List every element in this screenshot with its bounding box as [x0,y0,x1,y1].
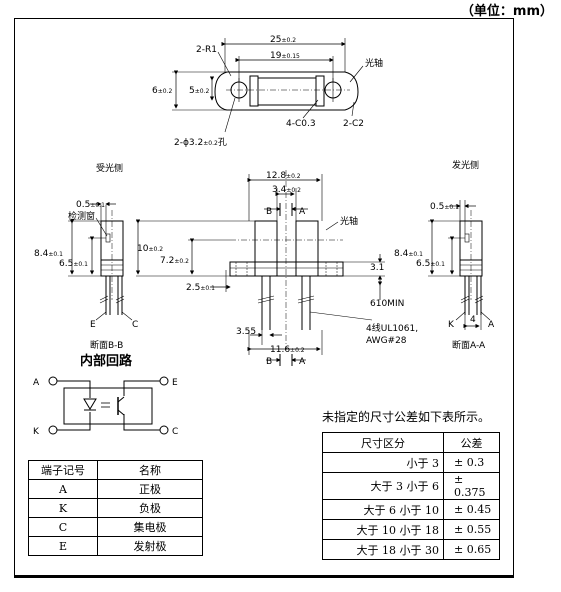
size-range: 小于 3 [322,452,444,473]
tolerance-header: 公差 [443,432,500,453]
tolerance-value: ± 0.45 [443,499,500,520]
circuit-label-e: E [172,378,178,388]
front-34-label: 3.4±0.2 [272,185,301,195]
front-10-label: 10±0.2 [137,244,163,254]
pin-symbol: A [28,479,98,499]
pin-symbol: E [28,536,98,556]
top-6-label: 6±0.2 [152,86,172,96]
terminal-a [48,376,58,386]
terminal-k [48,425,58,435]
top-axis-label: 光轴 [365,57,383,69]
table-row: 大于 18 小于 30 ± 0.65 [322,539,500,560]
circuit-title: 内部回路 [80,353,133,369]
pin-name: 负极 [97,498,203,518]
left-section-label: 断面B-B [90,339,123,351]
right-section-label: 断面A-A [452,339,486,351]
table-row: 大于 3 小于 6 ± 0.375 [322,472,500,500]
top-5-label: 5±0.2 [189,86,209,96]
front-610-label: 610MIN [370,299,404,309]
left-84-label: 8.4±0.1 [34,249,63,259]
drawing-frame [14,18,514,578]
pin-table: 端子记号 名称 A 正极 K 负极 C 集电极 E 发射极 [28,460,203,556]
front-view [135,170,385,366]
front-116-label: 11.6±0.2 [270,345,305,355]
pin-table-header: 名称 [97,460,203,480]
top-view [172,38,364,133]
front-a-bottom: A [299,357,306,367]
left-side-view [68,201,133,321]
top-c03-label: 4-C0.3 [286,119,316,129]
right-side-view [428,200,491,330]
right-pin-a: A [488,320,495,330]
table-row: 大于 6 小于 10 ± 0.45 [322,499,500,520]
front-31-label: 3.1 [370,263,384,273]
internal-circuit [48,376,169,435]
size-range: 大于 10 小于 18 [322,519,444,540]
table-row: 小于 3 ± 0.3 [322,452,500,473]
front-128-label: 12.8±0.2 [266,171,301,181]
led-diode-icon [83,398,97,410]
tolerance-value: ± 0.65 [443,539,500,560]
circuit-label-c: C [172,427,178,437]
pin-name: 发射极 [97,536,203,556]
left-view-title: 受光侧 [96,162,123,174]
front-b-top: B [266,207,272,217]
tolerance-note: 未指定的尺寸公差如下表所示。 [322,410,491,424]
tolerance-header: 尺寸区分 [322,432,444,453]
pin-symbol: K [28,498,98,518]
right-65-label: 6.5±0.1 [416,259,445,269]
right-05-label: 0.5±0.1 [430,202,459,212]
top-hole-label: 2-ϕ3.2±0.2孔 [174,137,227,148]
front-axis-label: 光轴 [340,215,358,227]
table-row: C 集电极 [28,517,203,537]
size-range: 大于 6 小于 10 [322,499,444,520]
right-pin-k: K [448,320,455,330]
tolerance-value: ± 0.3 [443,452,500,473]
circuit-label-k: K [33,427,40,437]
top-r1-label: 2-R1 [196,45,217,55]
front-25-label: 2.5±0.1 [186,283,215,293]
front-355-label: 3.55 [236,327,256,337]
pin-name: 正极 [97,479,203,499]
left-pin-c: C [132,320,138,330]
right-view-title: 发光侧 [452,159,479,171]
size-range: 大于 3 小于 6 [322,472,444,500]
left-05-label: 0.5±0.1 [76,200,105,210]
terminal-c [159,425,169,435]
table-row: K 负极 [28,498,203,518]
terminal-e [159,376,169,386]
pin-symbol: C [28,517,98,537]
left-65-label: 6.5±0.1 [59,259,88,269]
tolerance-table: 尺寸区分 公差 小于 3 ± 0.3 大于 3 小于 6 ± 0.375 大于 … [322,432,500,560]
top-25-label: 25±0.2 [270,35,296,45]
right-84-label: 8.4±0.1 [394,249,423,259]
pin-name: 集电极 [97,517,203,537]
front-a-top: A [299,207,306,217]
left-window-label: 检测窗 [68,210,95,222]
tolerance-value: ± 0.375 [443,472,500,500]
size-range: 大于 18 小于 30 [322,539,444,560]
table-row: 大于 10 小于 18 ± 0.55 [322,519,500,540]
front-wire1-label: 4线UL1061, [366,322,418,334]
right-4-label: 4 [470,315,476,325]
table-row: E 发射极 [28,536,203,556]
front-wire2-label: AWG#28 [366,336,407,346]
front-b-bottom: B [266,357,272,367]
top-c2-label: 2-C2 [343,119,364,129]
table-row: A 正极 [28,479,203,499]
pin-table-header: 端子记号 [28,460,98,480]
top-19-label: 19±0.15 [270,51,300,61]
tolerance-value: ± 0.55 [443,519,500,540]
unit-label: （单位：mm） [460,4,553,19]
front-72-label: 7.2±0.2 [160,256,189,266]
left-pin-e: E [90,320,96,330]
circuit-label-a: A [33,378,40,388]
